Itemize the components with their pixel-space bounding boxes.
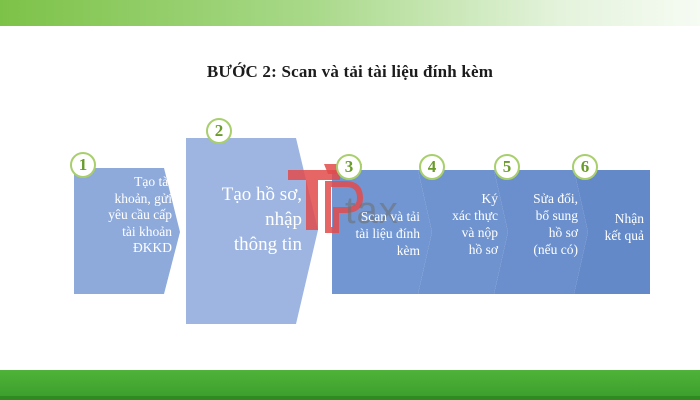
logo-text: tax xyxy=(345,190,399,232)
step-5-text: Sửa đổi, bổ sung hồ sơ (nếu có) xyxy=(533,191,578,257)
step-2-badge: 2 xyxy=(206,118,232,144)
step-2-text: Tạo hồ sơ, nhập thông tin xyxy=(221,184,302,255)
step-1-text: Tạo tài khoản, gửi yêu cầu cấp tài khoản… xyxy=(108,174,172,255)
bottom-banner-edge xyxy=(0,396,700,400)
step-2-shape xyxy=(186,138,318,324)
step-3-badge: 3 xyxy=(336,154,362,180)
step-5-shape xyxy=(494,170,588,294)
step-5-badge: 5 xyxy=(494,154,520,180)
step-1-shape xyxy=(74,168,180,294)
step-4-text: Ký xác thực và nộp hồ sơ xyxy=(452,191,498,257)
top-banner xyxy=(0,0,700,26)
step-4-badge: 4 xyxy=(419,154,445,180)
bottom-banner xyxy=(0,370,700,400)
step-6-badge: 6 xyxy=(572,154,598,180)
step-4-shape xyxy=(418,170,508,294)
page-title: BƯỚC 2: Scan và tải tài liệu đính kèm xyxy=(206,62,494,81)
step-3-text: Scan và tải tài liệu đính kèm xyxy=(355,209,421,258)
step-1-badge: 1 xyxy=(70,152,96,178)
step-6-text: Nhận kết quả xyxy=(604,211,644,243)
step-6-shape xyxy=(574,170,650,294)
